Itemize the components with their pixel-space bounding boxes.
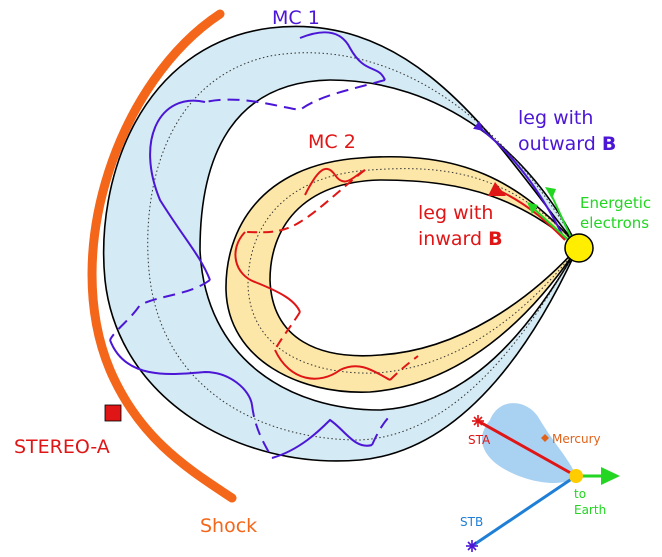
mc1-field-line-dashed xyxy=(204,79,386,112)
outward-leg-line xyxy=(472,120,566,241)
inward-leg-label-line2: inward B xyxy=(418,228,503,250)
shock-label: Shock xyxy=(200,515,257,537)
mc1-field-line-dashed xyxy=(371,417,389,446)
mc2-field-line-solid xyxy=(234,231,301,313)
earth-direction-arrow xyxy=(601,467,620,485)
earth-label: Earth xyxy=(574,503,606,517)
inward-leg-arrow xyxy=(488,182,506,196)
inward-leg-label-line1: leg with xyxy=(418,202,493,224)
mc2-field-line-dashed xyxy=(244,169,366,234)
inset-sun-icon xyxy=(569,469,583,483)
mc1-axis xyxy=(147,52,579,441)
inset-orbit-geometry xyxy=(466,403,620,552)
mc1-label: MC 1 xyxy=(272,7,320,29)
mc2-field-line-solid xyxy=(274,349,391,381)
mc1-field-line-solid xyxy=(149,99,211,281)
mc2-field-line-dashed xyxy=(389,355,419,381)
energetic-electron-arrow xyxy=(545,187,556,199)
mc2-field-line-dashed xyxy=(274,311,301,351)
mc2-label: MC 2 xyxy=(308,131,356,153)
stb-line xyxy=(471,474,577,548)
energetic-electron-arrow xyxy=(527,202,538,214)
mercury-label: Mercury xyxy=(552,432,601,446)
spacecraft-square-icon xyxy=(104,404,122,422)
mc1-field-line-dashed xyxy=(251,404,273,459)
inward-leg-line xyxy=(497,189,566,241)
mc1-flux-rope xyxy=(102,25,579,462)
mc1-field-line-dashed xyxy=(109,279,211,341)
energetic-electrons-label-line2: electrons xyxy=(580,214,649,232)
mc1-field-line-solid xyxy=(109,339,253,406)
energetic-electrons-label-line1: Energetic xyxy=(580,194,651,212)
sta-label: STA xyxy=(468,433,491,447)
asterisk-icon xyxy=(466,540,478,552)
mc1-field-line-solid xyxy=(299,31,386,81)
sta-line xyxy=(477,419,577,478)
stb-label: STB xyxy=(460,515,483,529)
mc1-field-line-solid xyxy=(271,418,373,459)
sun-icon xyxy=(564,233,594,263)
outward-leg-label-line2: outward B xyxy=(518,133,616,155)
diamond-icon xyxy=(541,434,549,442)
to-label: to xyxy=(574,487,586,501)
mc2-field-line-solid xyxy=(304,167,366,196)
outward-leg-label-line1: leg with xyxy=(518,107,593,129)
shock-front xyxy=(87,9,237,503)
mc2-flux-rope xyxy=(225,155,580,393)
stereo-a-label: STEREO-A xyxy=(14,436,110,458)
asterisk-icon xyxy=(472,415,484,427)
